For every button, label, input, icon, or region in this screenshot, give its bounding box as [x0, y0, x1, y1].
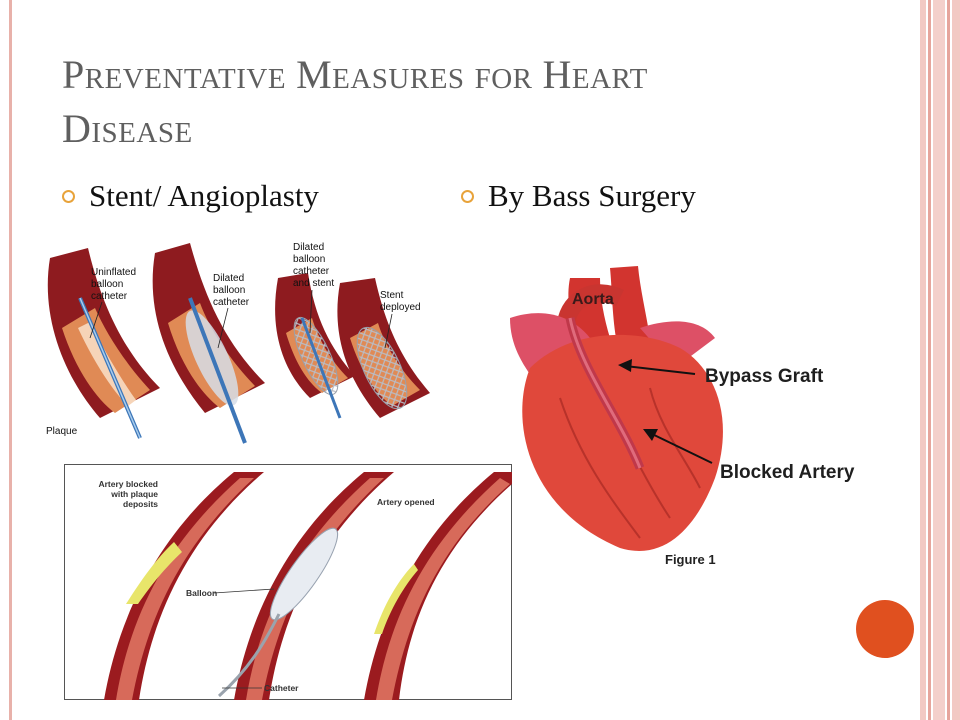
figure-caption: Figure 1: [665, 552, 716, 567]
svg-text:Uninflated: Uninflated: [91, 267, 136, 278]
svg-text:catheter: catheter: [213, 297, 250, 308]
bullet-ring-icon: [62, 189, 75, 203]
right-decorative-stripes: [920, 0, 960, 720]
svg-text:Stent: Stent: [380, 290, 404, 301]
label-aorta: Aorta: [572, 291, 614, 308]
title-word: FOR: [474, 63, 533, 95]
angioplasty-illustration: Artery blocked with plaque deposits Arte…: [64, 464, 512, 700]
svg-text:balloon: balloon: [213, 285, 245, 296]
artery-opened: [364, 472, 512, 700]
svg-text:deployed: deployed: [380, 302, 421, 313]
label-plaque: Plaque: [46, 426, 78, 437]
bullet-label: By Bass Surgery: [488, 178, 696, 213]
label-artery-opened: Artery opened: [377, 497, 435, 507]
svg-text:Artery blocked: Artery blocked: [98, 479, 158, 489]
label-dilated-balloon: Dilated balloon catheter: [213, 273, 250, 308]
title-word: PREVENTATIVE: [62, 52, 287, 97]
svg-text:and stent: and stent: [293, 278, 334, 289]
label-dilated-balloon-stent: Dilated balloon catheter and stent: [293, 242, 334, 289]
page-title: PREVENTATIVE MEASURES FOR HEART DISEASE: [62, 50, 842, 158]
artery-blocked: [104, 472, 264, 700]
svg-text:deposits: deposits: [123, 499, 158, 509]
title-word: HEART: [542, 52, 648, 97]
label-catheter: Catheter: [264, 683, 299, 693]
svg-text:Dilated: Dilated: [293, 242, 324, 253]
label-blocked-artery: Blocked Artery: [720, 462, 855, 483]
stent-illustration: Uninflated balloon catheter Dilated ball…: [46, 242, 430, 444]
artery-segment-stent-deployed: [337, 278, 430, 418]
label-uninflated-balloon: Uninflated balloon catheter: [91, 267, 136, 302]
heart-body: [522, 334, 723, 551]
left-border-line: [9, 0, 12, 720]
svg-text:Dilated: Dilated: [213, 273, 244, 284]
artery-segment-stent-inflated: [275, 273, 355, 419]
svg-text:balloon: balloon: [293, 254, 325, 265]
bullet-bypass-surgery: By Bass Surgery: [461, 178, 696, 214]
label-artery-blocked: Artery blocked with plaque deposits: [98, 479, 158, 509]
bullet-stent-angioplasty: Stent/ Angioplasty: [62, 178, 319, 214]
label-balloon: Balloon: [186, 588, 217, 598]
artery-segment-uninflated: [47, 248, 160, 439]
bullet-label: Stent/ Angioplasty: [89, 178, 319, 213]
bullet-ring-icon: [461, 189, 474, 203]
artery-with-balloon: [217, 472, 394, 700]
artery-segment-dilated: [152, 243, 265, 444]
label-stent-deployed: Stent deployed: [380, 290, 421, 313]
svg-text:catheter: catheter: [293, 266, 330, 277]
accent-circle: [856, 600, 914, 658]
label-bypass-graft: Bypass Graft: [705, 366, 824, 387]
title-word: DISEASE: [62, 106, 193, 151]
svg-text:balloon: balloon: [91, 279, 123, 290]
svg-text:with plaque: with plaque: [110, 489, 158, 499]
svg-text:catheter: catheter: [91, 291, 128, 302]
title-word: MEASURES: [296, 52, 465, 97]
heart-bypass-illustration: Aorta Bypass Graft Blocked Artery Figure…: [510, 266, 855, 567]
